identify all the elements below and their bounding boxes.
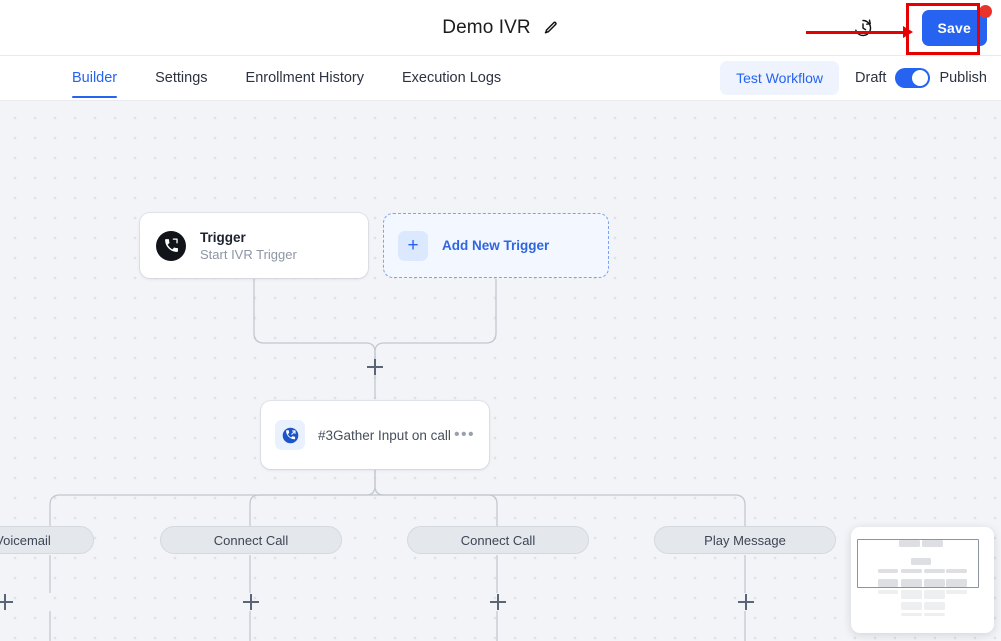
annotation-arrow <box>806 26 913 38</box>
trigger-text: Trigger Start IVR Trigger <box>200 230 297 262</box>
publish-label: Publish <box>939 70 987 86</box>
tab-enrollment-history[interactable]: Enrollment History <box>246 70 364 98</box>
trigger-title: Trigger <box>200 229 246 245</box>
tab-builder[interactable]: Builder <box>72 70 118 98</box>
minimap-panel[interactable] <box>851 527 994 633</box>
branch-pill-connect-call-1[interactable]: Connect Call <box>160 526 342 554</box>
add-new-trigger-label: Add New Trigger <box>442 238 550 253</box>
tab-execution-logs[interactable]: Execution Logs <box>402 70 501 98</box>
node-gather-content: #3Gather Input on call <box>275 420 451 450</box>
publish-toggle-group: Draft Publish <box>855 68 987 88</box>
add-step-icon-branch-3[interactable] <box>489 593 507 611</box>
nav-actions: Test Workflow Draft Publish <box>720 61 987 95</box>
add-step-icon[interactable] <box>366 358 384 376</box>
title-group: Demo IVR <box>442 17 558 39</box>
node-trigger[interactable]: Trigger Start IVR Trigger <box>140 213 368 278</box>
tab-enrollment-history-label: Enrollment History <box>245 70 364 86</box>
add-new-trigger-button[interactable]: + Add New Trigger <box>383 213 609 278</box>
pencil-icon[interactable] <box>543 20 559 36</box>
branch-pill-play-message[interactable]: Play Message <box>654 526 836 554</box>
branch-pill-connect-call-2[interactable]: Connect Call <box>407 526 589 554</box>
flow-canvas[interactable]: Trigger Start IVR Trigger + Add New Trig… <box>0 101 1001 641</box>
page-title: Demo IVR <box>442 16 531 38</box>
tab-builder-label: Builder <box>72 70 118 86</box>
add-step-icon-branch-4[interactable] <box>737 593 755 611</box>
minimap-viewport[interactable] <box>857 539 979 588</box>
node-menu-icon[interactable]: ••• <box>453 426 475 443</box>
header-actions: Save <box>852 0 992 56</box>
add-step-icon-branch-2[interactable] <box>242 593 260 611</box>
toggle-knob <box>912 70 929 86</box>
minimap-content <box>851 527 994 633</box>
app-header: Demo IVR Save <box>0 0 1001 56</box>
tab-execution-logs-label: Execution Logs <box>402 70 502 86</box>
tab-settings-label: Settings <box>155 70 208 86</box>
plus-icon: + <box>398 230 428 261</box>
tab-settings[interactable]: Settings <box>155 70 207 98</box>
node-gather-label: #3Gather Input on call <box>318 427 451 443</box>
save-button[interactable]: Save <box>921 5 992 46</box>
trigger-subtitle: Start IVR Trigger <box>200 246 297 262</box>
node-gather-input[interactable]: #3Gather Input on call ••• <box>261 401 489 469</box>
branch-pill-voicemail[interactable]: Voicemail <box>0 526 94 554</box>
save-button-label: Save <box>937 20 971 36</box>
save-unsaved-badge <box>979 5 992 18</box>
incoming-call-icon <box>156 230 186 261</box>
add-step-icon-branch-1[interactable] <box>0 593 14 611</box>
outgoing-call-icon <box>275 420 305 450</box>
draft-label: Draft <box>855 70 887 86</box>
draft-publish-toggle[interactable] <box>895 68 931 88</box>
test-workflow-button[interactable]: Test Workflow <box>720 61 840 95</box>
tab-bar: Builder Settings Enrollment History Exec… <box>0 56 1001 101</box>
clock-history-icon[interactable] <box>852 17 874 39</box>
